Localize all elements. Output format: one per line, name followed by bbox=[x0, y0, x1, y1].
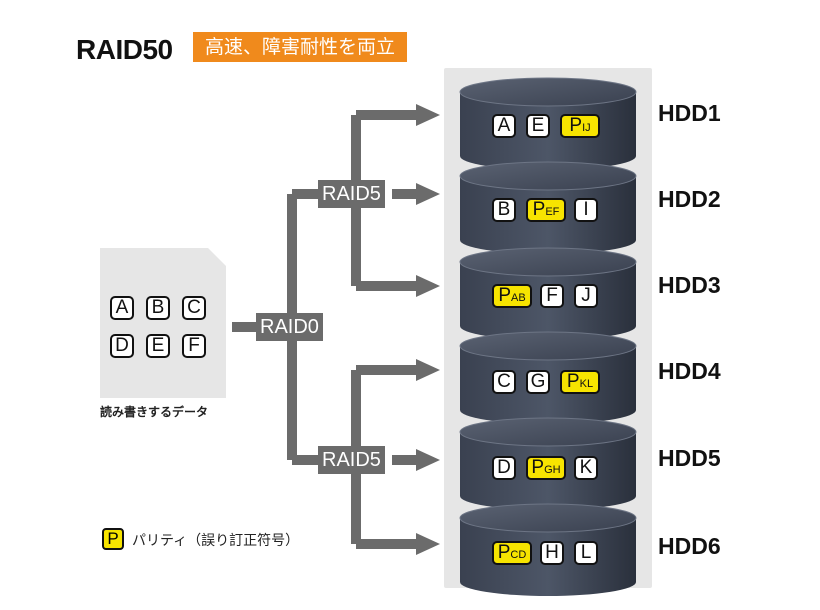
hdd-cylinder-top bbox=[459, 417, 637, 447]
parity-subscript: IJ bbox=[582, 122, 591, 134]
arrowhead bbox=[416, 359, 440, 381]
hdd-cylinder-top bbox=[459, 331, 637, 361]
parity-subscript: KL bbox=[579, 378, 594, 390]
parity-letter: P bbox=[531, 457, 545, 478]
raid5-label-top: RAID5 bbox=[318, 180, 385, 208]
parity-subscript: CD bbox=[510, 549, 527, 561]
document-block: B bbox=[146, 296, 170, 320]
raid0-label: RAID0 bbox=[256, 313, 323, 341]
data-block: I bbox=[574, 198, 598, 222]
data-block: C bbox=[492, 370, 516, 394]
arrowhead bbox=[416, 533, 440, 555]
hdd-cylinder-top bbox=[459, 161, 637, 191]
data-block: A bbox=[492, 114, 516, 138]
data-block: F bbox=[540, 284, 564, 308]
document-block: E bbox=[146, 334, 170, 358]
document-block: C bbox=[182, 296, 206, 320]
arrowhead bbox=[416, 104, 440, 126]
parity-subscript: AB bbox=[511, 292, 526, 304]
arrowhead bbox=[416, 449, 440, 471]
hdd-cylinder-top bbox=[459, 77, 637, 107]
hdd-label: HDD6 bbox=[658, 533, 721, 559]
parity-block: PIJ bbox=[560, 114, 600, 138]
raid5-label-bottom: RAID5 bbox=[318, 446, 385, 474]
document-block: D bbox=[110, 334, 134, 358]
data-block: G bbox=[526, 370, 550, 394]
parity-letter: P bbox=[497, 542, 511, 563]
parity-subscript: EF bbox=[545, 206, 560, 218]
hdd-label: HDD5 bbox=[658, 445, 721, 471]
legend-parity-symbol: P bbox=[102, 528, 124, 550]
hdd-label: HDD4 bbox=[658, 358, 721, 384]
document-caption: 読み書きするデータ bbox=[100, 405, 209, 419]
document-shape bbox=[100, 248, 226, 398]
arrowhead bbox=[416, 183, 440, 205]
data-block: E bbox=[526, 114, 550, 138]
diagram-title: RAID50 bbox=[76, 34, 173, 65]
document-block: F bbox=[182, 334, 206, 358]
parity-letter: P bbox=[498, 285, 511, 306]
subtitle-badge: 高速、障害耐性を両立 bbox=[193, 32, 408, 62]
parity-letter: P bbox=[566, 371, 580, 392]
hdd-label: HDD1 bbox=[658, 100, 721, 126]
parity-block: PKL bbox=[560, 370, 600, 394]
hdd-cylinder-top bbox=[459, 247, 637, 277]
parity-block: PCD bbox=[492, 541, 532, 565]
parity-letter: P bbox=[532, 199, 546, 220]
data-block: B bbox=[492, 198, 516, 222]
parity-subscript: GH bbox=[544, 464, 561, 476]
document-block: A bbox=[110, 296, 134, 320]
parity-block: PAB bbox=[492, 284, 532, 308]
legend-text: パリティ（誤り訂正符号） bbox=[132, 533, 300, 549]
arrowheads bbox=[416, 104, 440, 555]
data-block: H bbox=[540, 541, 564, 565]
hdd-label: HDD2 bbox=[658, 186, 721, 212]
hdd-cylinder-top bbox=[459, 503, 637, 533]
parity-block: PGH bbox=[526, 456, 566, 480]
parity-block: PEF bbox=[526, 198, 566, 222]
data-block: D bbox=[492, 456, 516, 480]
data-block: L bbox=[574, 541, 598, 565]
hdd-label: HDD3 bbox=[658, 272, 721, 298]
data-block: K bbox=[574, 456, 598, 480]
parity-letter: P bbox=[569, 115, 583, 136]
data-block: J bbox=[574, 284, 598, 308]
arrowhead bbox=[416, 275, 440, 297]
